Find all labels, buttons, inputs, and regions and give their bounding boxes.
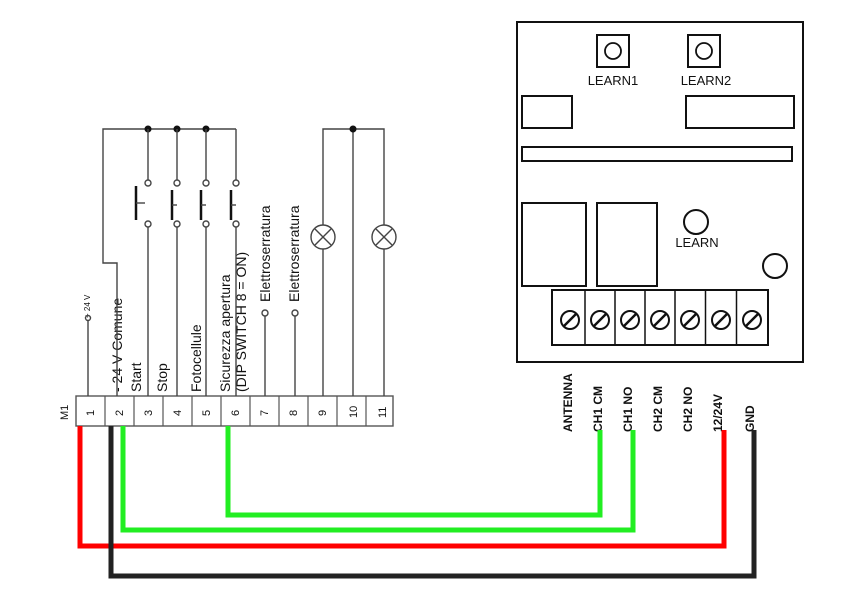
terminal-screw-icon: [650, 310, 670, 330]
terminal-label-ch2-cm: CH2 CM: [651, 386, 665, 432]
terminal-screws: [560, 290, 762, 345]
m1-terminal-number: 6: [230, 410, 242, 416]
terminal-screw-icon: [620, 310, 640, 330]
terminal-screw-icon: [711, 310, 731, 330]
terminal-8-contact-icon: [291, 309, 299, 317]
function-label-stop: Stop: [154, 363, 170, 392]
learn2-label: LEARN2: [681, 73, 732, 88]
antenna-pad-icon: [762, 253, 788, 279]
terminal-7-contact-icon: [261, 309, 269, 317]
relay-1: [521, 202, 587, 287]
m1-terminal-number: 3: [143, 410, 155, 416]
function-label-sicurezza: Sicurezza apertura: [217, 274, 233, 392]
terminal-label-12-24v: 12/24V: [711, 394, 725, 432]
learn1-button-knob: [604, 42, 622, 60]
m1-terminal-number: 2: [114, 410, 126, 416]
lamp-icon: [310, 224, 336, 250]
function-label-fotocellule: Fotocellule: [188, 324, 204, 392]
m1-terminal-number: 1: [85, 410, 97, 416]
learn1-label: LEARN1: [588, 73, 639, 88]
m1-terminal-number: 8: [288, 410, 300, 416]
learn1-button[interactable]: [596, 34, 630, 68]
m1-terminal-number: 4: [172, 410, 184, 416]
wires: [77, 426, 757, 579]
function-label-plus24v: + 24 V: [83, 294, 92, 318]
receiver-board: LEARN1 LEARN2 LEARN: [516, 21, 804, 363]
terminal-1-contact-icon: [84, 314, 92, 322]
terminal-labels: ANTENNA CH1 CM CH1 NO CH2 CM CH2 NO 12/2…: [561, 373, 757, 432]
terminal-screw-icon: [680, 310, 700, 330]
control-unit: M1 1 2 3 4 5 6 7 8 9 10 11 + 24 V - 24 V…: [59, 125, 397, 427]
junction-dot: [349, 125, 357, 133]
function-label-start: Start: [128, 362, 144, 392]
stop-switch-icon: [170, 129, 181, 396]
start-switch-icon: [134, 129, 152, 396]
component-right: [685, 95, 795, 129]
m1-terminal-number: 9: [317, 410, 329, 416]
wire-red-power: [77, 426, 727, 549]
terminal-label-antenna: ANTENNA: [561, 373, 575, 432]
m1-terminal-number: 5: [201, 410, 213, 416]
m1-terminal-dividers: [104, 396, 367, 426]
terminal-label-ch1-cm: CH1 CM: [591, 386, 605, 432]
m1-terminal-number: 7: [259, 410, 271, 416]
terminal-screw-icon: [590, 310, 610, 330]
terminal-label-gnd: GND: [743, 405, 757, 432]
terminal-label-ch2-no: CH2 NO: [681, 387, 695, 432]
wire-black-gnd: [108, 426, 757, 579]
function-label-elettroserratura-2: Elettroserratura: [286, 205, 302, 302]
learn2-button-knob: [695, 42, 713, 60]
m1-terminal-number: 11: [377, 407, 389, 418]
m1-label: M1: [59, 405, 71, 420]
fotocellule-switch-icon: [199, 129, 210, 396]
wire-green-common: [225, 426, 603, 518]
relay-2: [596, 202, 658, 287]
wire-green-start: [120, 426, 636, 533]
terminal-screw-icon: [560, 310, 580, 330]
connector-strip: [521, 146, 793, 162]
m1-terminal-numbers: 1 2 3 4 5 6 7 8 9 10 11: [85, 406, 389, 418]
m1-terminal-number: 10: [348, 406, 360, 418]
m1-terminal-strip: [75, 395, 394, 427]
function-label-elettroserratura-1: Elettroserratura: [257, 205, 273, 302]
function-label-dip-switch: (DIP SWITCH 8 = ON): [233, 252, 249, 392]
terminal-label-ch1-no: CH1 NO: [621, 387, 635, 432]
learn-led: [683, 209, 709, 235]
lamp-icon: [371, 224, 397, 250]
learn-label: LEARN: [675, 235, 718, 250]
component-left: [521, 95, 573, 129]
sicurezza-switch-icon: [229, 129, 240, 396]
terminal-screw-icon: [742, 310, 762, 330]
learn2-button[interactable]: [687, 34, 721, 68]
